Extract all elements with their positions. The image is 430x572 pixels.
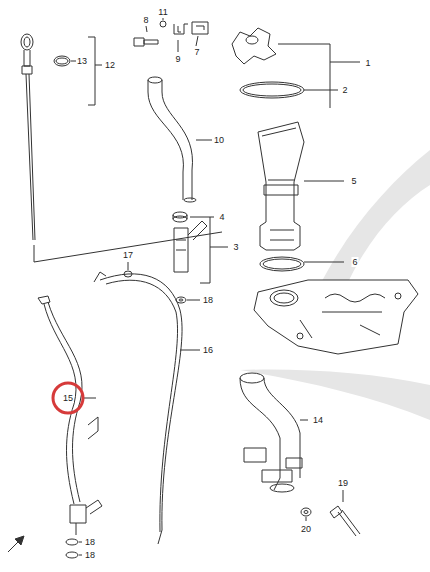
callout-number: 9 [174,54,181,64]
callout-number: 18 [84,537,96,547]
callout-number: 3 [232,242,239,252]
callout-number: 18 [202,295,214,305]
callout-number: 17 [122,250,134,260]
callout-number: 19 [337,478,349,488]
callout-number: 14 [312,415,324,425]
callout-number: 15 [62,393,74,403]
callout-number: 13 [76,56,88,66]
callout-number: 6 [351,257,358,267]
callout-number: 11 [157,7,168,17]
callout-number: 20 [300,524,312,534]
callout-number: 1 [364,58,371,68]
callout-number: 16 [202,345,214,355]
callout-number: 8 [142,15,149,25]
callout-number: 5 [350,176,357,186]
callout-number: 12 [104,60,116,70]
callout-number: 2 [341,85,348,95]
callout-number: 10 [213,135,225,145]
callout-number: 7 [193,47,200,57]
callout-number: 4 [218,212,225,222]
callout-number: 18 [84,550,96,560]
